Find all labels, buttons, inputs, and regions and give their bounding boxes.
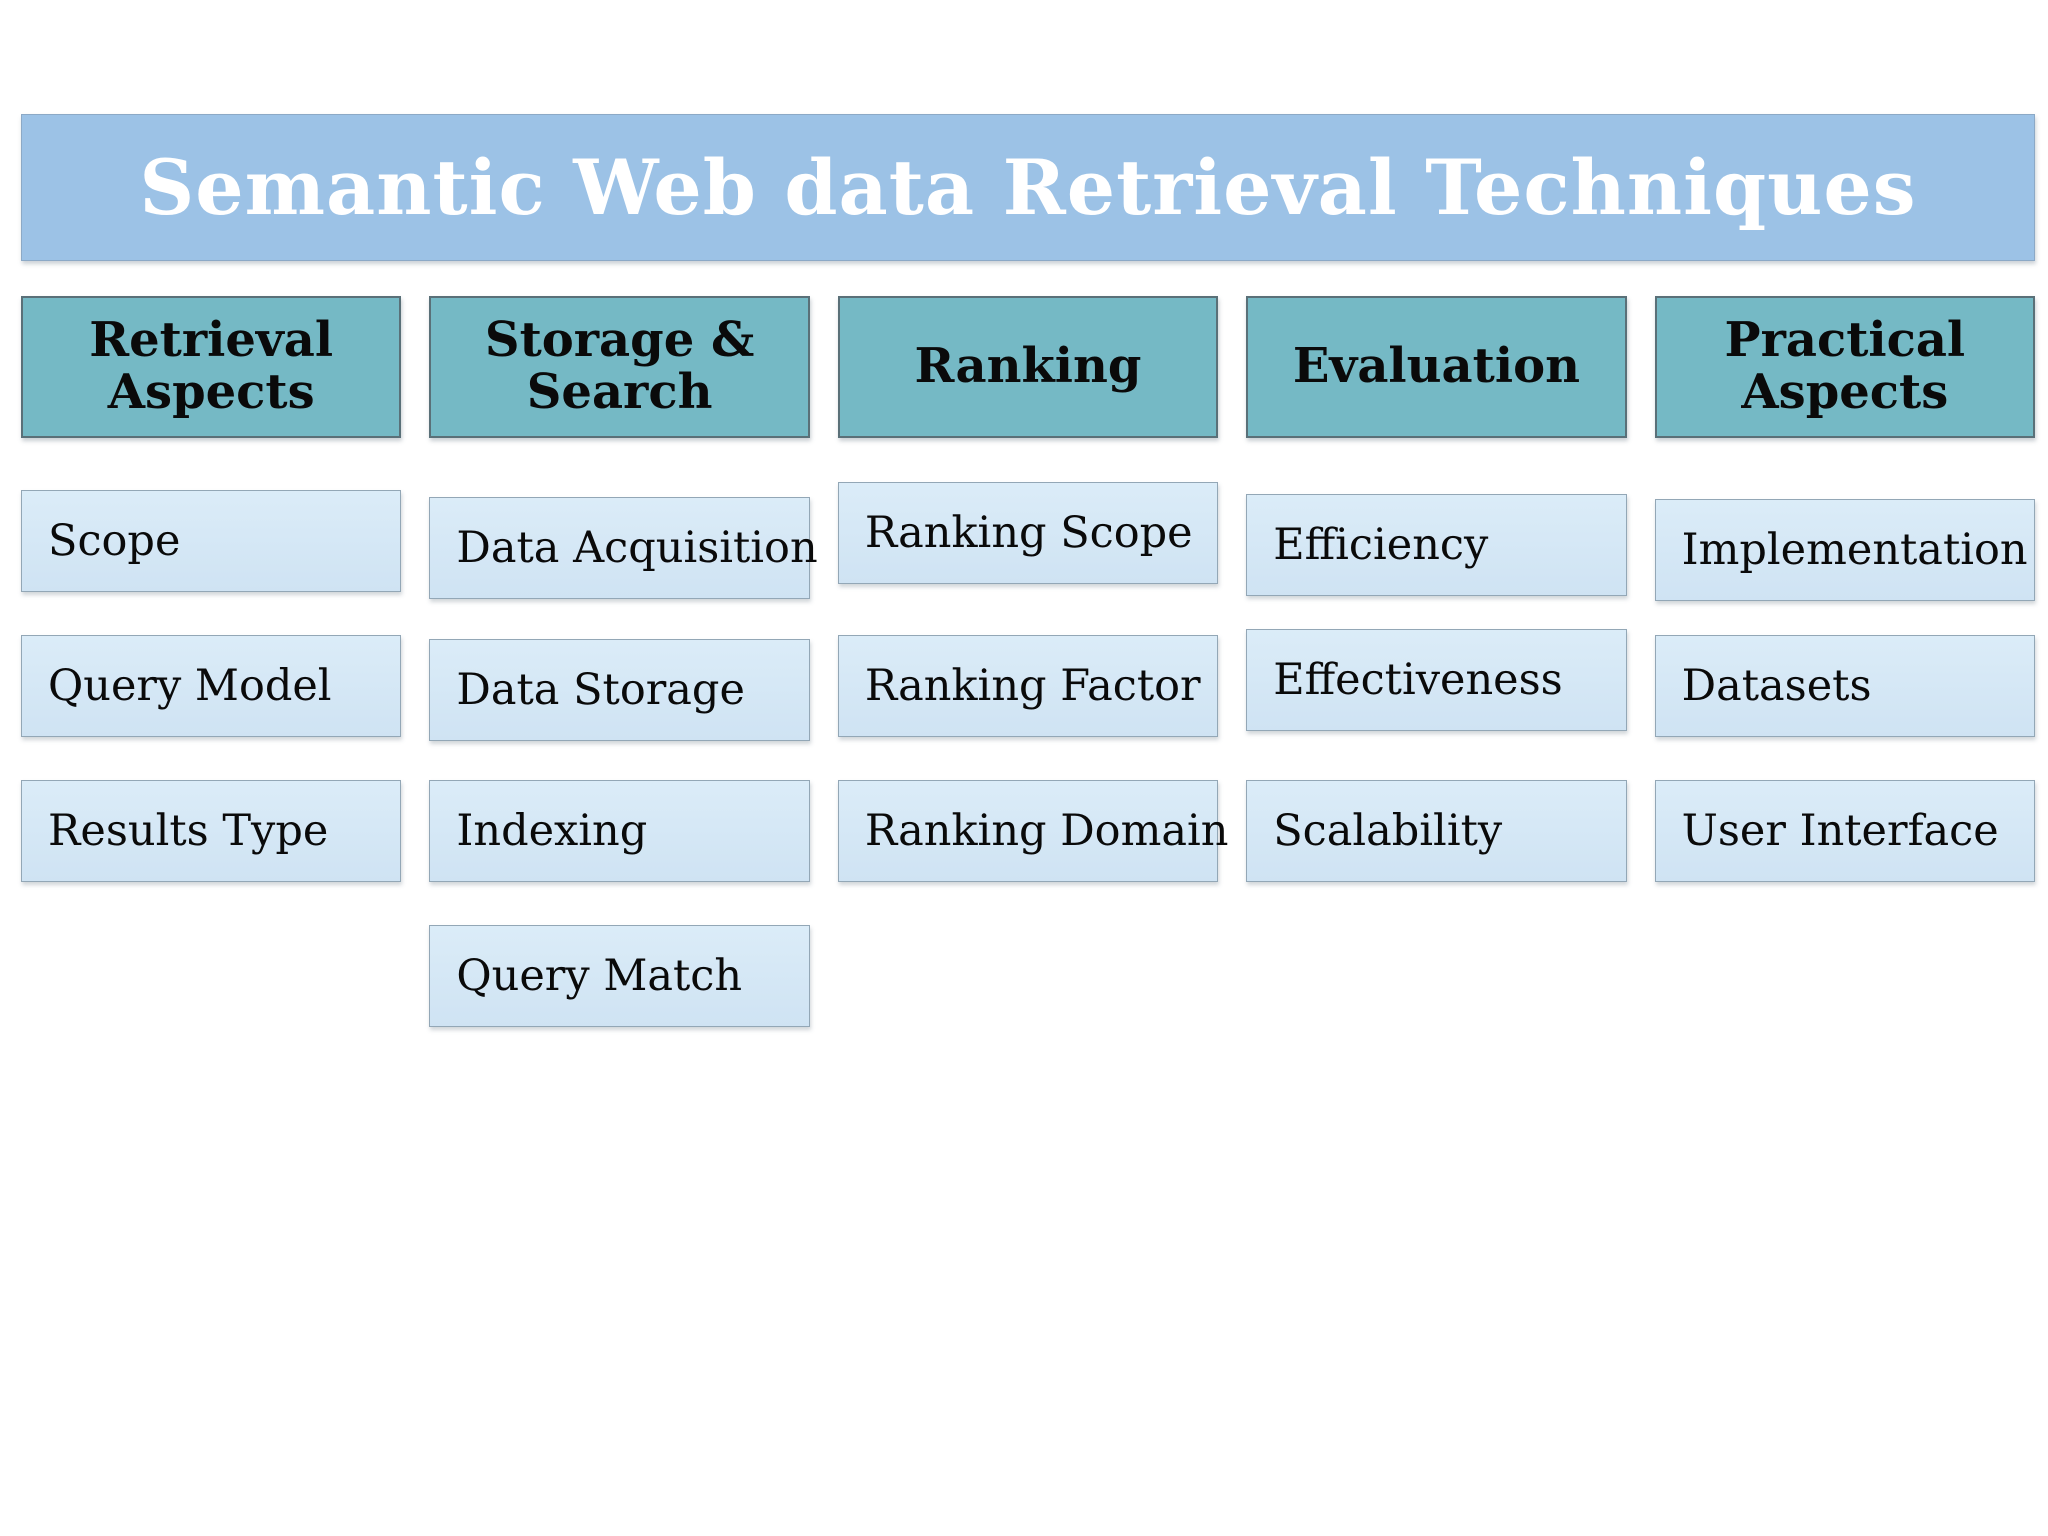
column-header-ranking: Ranking [837, 296, 1219, 438]
item-box-ranking-scope: Ranking Scope [837, 482, 1219, 584]
column-practical-aspects: Practical Aspects Implementation Dataset… [1654, 296, 2036, 1070]
item-label: Ranking Scope [864, 508, 1193, 558]
item-label: Scope [48, 516, 181, 566]
item-box-implementation: Implementation [1654, 499, 2036, 601]
column-evaluation: Evaluation Efficiency Effectiveness Scal… [1246, 296, 1627, 1070]
item-box-scalability: Scalability [1246, 780, 1627, 882]
item-label: Ranking Factor [864, 661, 1201, 711]
item-box-data-storage: Data Storage [429, 639, 810, 741]
column-header-label: Practical Aspects [1724, 312, 1966, 420]
column-header-retrieval-aspects: Retrieval Aspects [21, 296, 402, 438]
column-retrieval-aspects: Retrieval Aspects Scope Query Model Resu… [21, 296, 402, 1070]
column-ranking: Ranking Ranking Scope Ranking Factor Ran… [837, 296, 1228, 1070]
item-box-scope: Scope [21, 490, 402, 592]
column-header-storage-search: Storage & Search [429, 296, 810, 438]
item-label: User Interface [1681, 806, 1999, 856]
item-label: Implementation [1681, 525, 2028, 575]
item-label: Ranking Domain [864, 806, 1229, 856]
item-label: Results Type [48, 806, 329, 856]
column-header-label: Storage & Search [484, 312, 755, 420]
item-label: Scalability [1273, 806, 1503, 856]
item-box-query-match: Query Match [429, 925, 810, 1027]
item-box-datasets: Datasets [1654, 635, 2036, 737]
item-label: Data Acquisition [456, 523, 818, 573]
column-header-label: Ranking [914, 338, 1142, 395]
item-label: Effectiveness [1273, 655, 1563, 705]
item-label: Query Model [48, 661, 332, 711]
column-storage-search: Storage & Search Data Acquisition Data S… [429, 296, 818, 1070]
item-label: Data Storage [456, 665, 745, 715]
title-banner: Semantic Web data Retrieval Techniques [21, 114, 2035, 261]
item-box-indexing: Indexing [429, 780, 810, 882]
item-box-efficiency: Efficiency [1246, 494, 1627, 596]
column-header-evaluation: Evaluation [1246, 296, 1627, 438]
item-label: Indexing [456, 806, 648, 856]
item-box-effectiveness: Effectiveness [1246, 629, 1627, 731]
item-label: Efficiency [1273, 520, 1489, 570]
page-title: Semantic Web data Retrieval Techniques [139, 143, 1917, 232]
column-header-label: Evaluation [1292, 338, 1580, 395]
columns-grid: Retrieval Aspects Scope Query Model Resu… [21, 296, 2036, 1070]
column-header-practical-aspects: Practical Aspects [1654, 296, 2036, 438]
column-header-label: Retrieval Aspects [89, 312, 334, 420]
item-box-query-model: Query Model [21, 635, 402, 737]
item-box-ranking-domain: Ranking Domain [837, 780, 1228, 882]
item-box-ranking-factor: Ranking Factor [837, 635, 1219, 737]
item-box-data-acquisition: Data Acquisition [429, 497, 818, 599]
item-label: Datasets [1681, 661, 1872, 711]
item-label: Query Match [456, 951, 743, 1001]
item-box-results-type: Results Type [21, 780, 402, 882]
item-box-user-interface: User Interface [1654, 780, 2036, 882]
